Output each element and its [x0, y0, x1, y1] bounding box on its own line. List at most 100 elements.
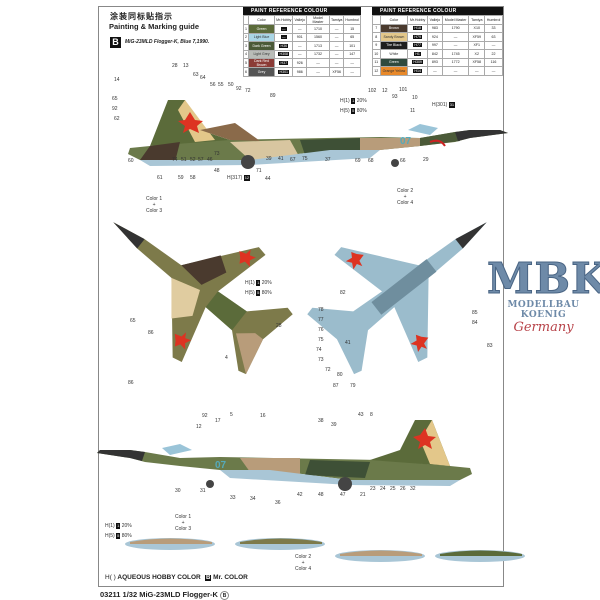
callout-number: 73	[214, 151, 220, 157]
tail-number-bottom: 07	[215, 460, 227, 471]
callout-number: 57	[198, 157, 204, 163]
callout-number: 62	[114, 116, 120, 122]
callout-number: 69	[355, 158, 361, 164]
callout-number: 71	[256, 168, 262, 174]
column-header: Humbrol	[343, 15, 361, 25]
paint-note-white-3: H(1) 1 20%	[105, 523, 132, 529]
callout-number: 74	[316, 347, 322, 353]
callout-number: 75	[302, 156, 308, 162]
page-title: Painting & Marking guide	[109, 22, 200, 31]
callout-number: 11	[410, 108, 416, 114]
callout-number: 25	[390, 486, 396, 492]
callout-number: 92	[112, 106, 118, 112]
callout-number: 52	[190, 157, 196, 163]
paint-note-wheel: H(317) 12	[227, 175, 251, 181]
callout-number: 79	[350, 383, 356, 389]
side-view-top: 07	[128, 100, 508, 169]
kit-footer: 03211 1/32 MiG-23MLD Flogger-K B	[100, 590, 230, 600]
color-note-tank-2: Color 2+Color 4	[295, 554, 312, 572]
callout-number: 93	[392, 94, 398, 100]
humbrol-code: —	[484, 66, 503, 76]
paint-note-grey: H(5) 5 80%	[340, 108, 367, 114]
callout-number: 77	[318, 317, 324, 323]
callout-number: 41	[345, 340, 351, 346]
model-master-code: —	[441, 66, 470, 76]
callout-number: 26	[400, 486, 406, 492]
callout-number: 51	[181, 157, 187, 163]
callout-number: 24	[380, 486, 386, 492]
legend-mr-color: B Mr. COLOR	[205, 574, 248, 581]
callout-number: 58	[190, 175, 196, 181]
callout-number: 68	[368, 158, 374, 164]
callout-number: 47	[340, 492, 346, 498]
bottom-view	[307, 222, 487, 375]
mr-hobby-code: H301	[274, 67, 294, 77]
callout-number: 16	[260, 413, 266, 419]
callout-number: 48	[214, 168, 220, 174]
callout-number: 39	[266, 156, 272, 162]
paint-note-white: H(1) 1 20%	[340, 98, 367, 104]
table-row: 12 Orange Yellow H14 — — — —	[372, 66, 503, 76]
callout-number: 87	[333, 383, 339, 389]
mr-hobby-code: H14	[407, 66, 429, 76]
table-caption: PAINT REFERENCE COLOUR	[372, 7, 503, 15]
callout-number: 74	[172, 157, 178, 163]
callout-number: 80	[337, 372, 343, 378]
callout-number: 29	[423, 157, 429, 163]
table-row: 4 Light Grey H308 — 1732 — 147	[243, 49, 361, 59]
paint-note-grey-3: H(5) 5 80%	[105, 533, 132, 539]
mbk-logo: MBK MODELLBAU KOENIG Germany	[487, 254, 600, 335]
color-note-top: Color 1+Color 3	[146, 196, 163, 214]
callout-number: 64	[200, 75, 206, 81]
scheme-name: MiG-23MLD Flogger-K, Blue 7,1990.	[125, 39, 210, 45]
scheme-badge: B	[110, 37, 121, 48]
callout-number: 59	[178, 175, 184, 181]
table-row: 11 Green H309 893 1772 XF58 116	[372, 57, 503, 67]
callout-number: 12	[382, 88, 388, 94]
callout-number: 28	[276, 323, 282, 329]
table-caption: PAINT REFERENCE COLOUR	[243, 7, 361, 15]
callout-number: 13	[183, 63, 189, 69]
tamiya-code: —	[328, 58, 345, 68]
callout-number: 38	[318, 418, 324, 424]
color-note-bottom: Color 2+Color 4	[397, 188, 414, 206]
page-frame	[98, 6, 504, 587]
callout-number: 83	[487, 343, 493, 349]
callout-number: 42	[297, 492, 303, 498]
callout-number: 44	[265, 176, 271, 182]
callout-number: 55	[218, 82, 224, 88]
callout-number: 89	[270, 93, 276, 99]
tamiya-code: XF56	[328, 67, 345, 77]
callout-number: 56	[210, 82, 216, 88]
callout-number: 12	[196, 424, 202, 430]
callout-number: 92	[236, 86, 242, 92]
callout-number: 86	[128, 380, 134, 386]
table-row: 5 Dark Red Brown H37 926 — — —	[243, 58, 361, 68]
side-view-bottom: 07	[97, 420, 472, 491]
color-note-tank-1: Color 1+Color 3	[175, 514, 192, 532]
callout-number: 10	[412, 95, 418, 101]
callout-number: 33	[230, 495, 236, 501]
callout-number: 50	[228, 82, 234, 88]
callout-number: 39	[331, 422, 337, 428]
callout-number: 23	[370, 486, 376, 492]
callout-number: 14	[114, 77, 120, 83]
callout-number: 17	[215, 418, 221, 424]
callout-number: 31	[200, 488, 206, 494]
callout-number: 30	[175, 488, 181, 494]
paint-note-white-2: H(1) 1 20%	[245, 280, 272, 286]
callout-number: 34	[250, 496, 256, 502]
callout-number: 36	[275, 500, 281, 506]
column-header: Tamiya	[328, 15, 345, 25]
paint-note-grey-2: H(5) 5 80%	[245, 290, 272, 296]
callout-number: 73	[318, 357, 324, 363]
table-row: 3 Dark Green H36 — 1713 — 101	[243, 41, 361, 51]
drop-tanks	[125, 538, 525, 562]
title-chinese: 涂装同标贴指示	[110, 12, 173, 21]
callout-number: 32	[410, 486, 416, 492]
callout-number: 67	[290, 157, 296, 163]
